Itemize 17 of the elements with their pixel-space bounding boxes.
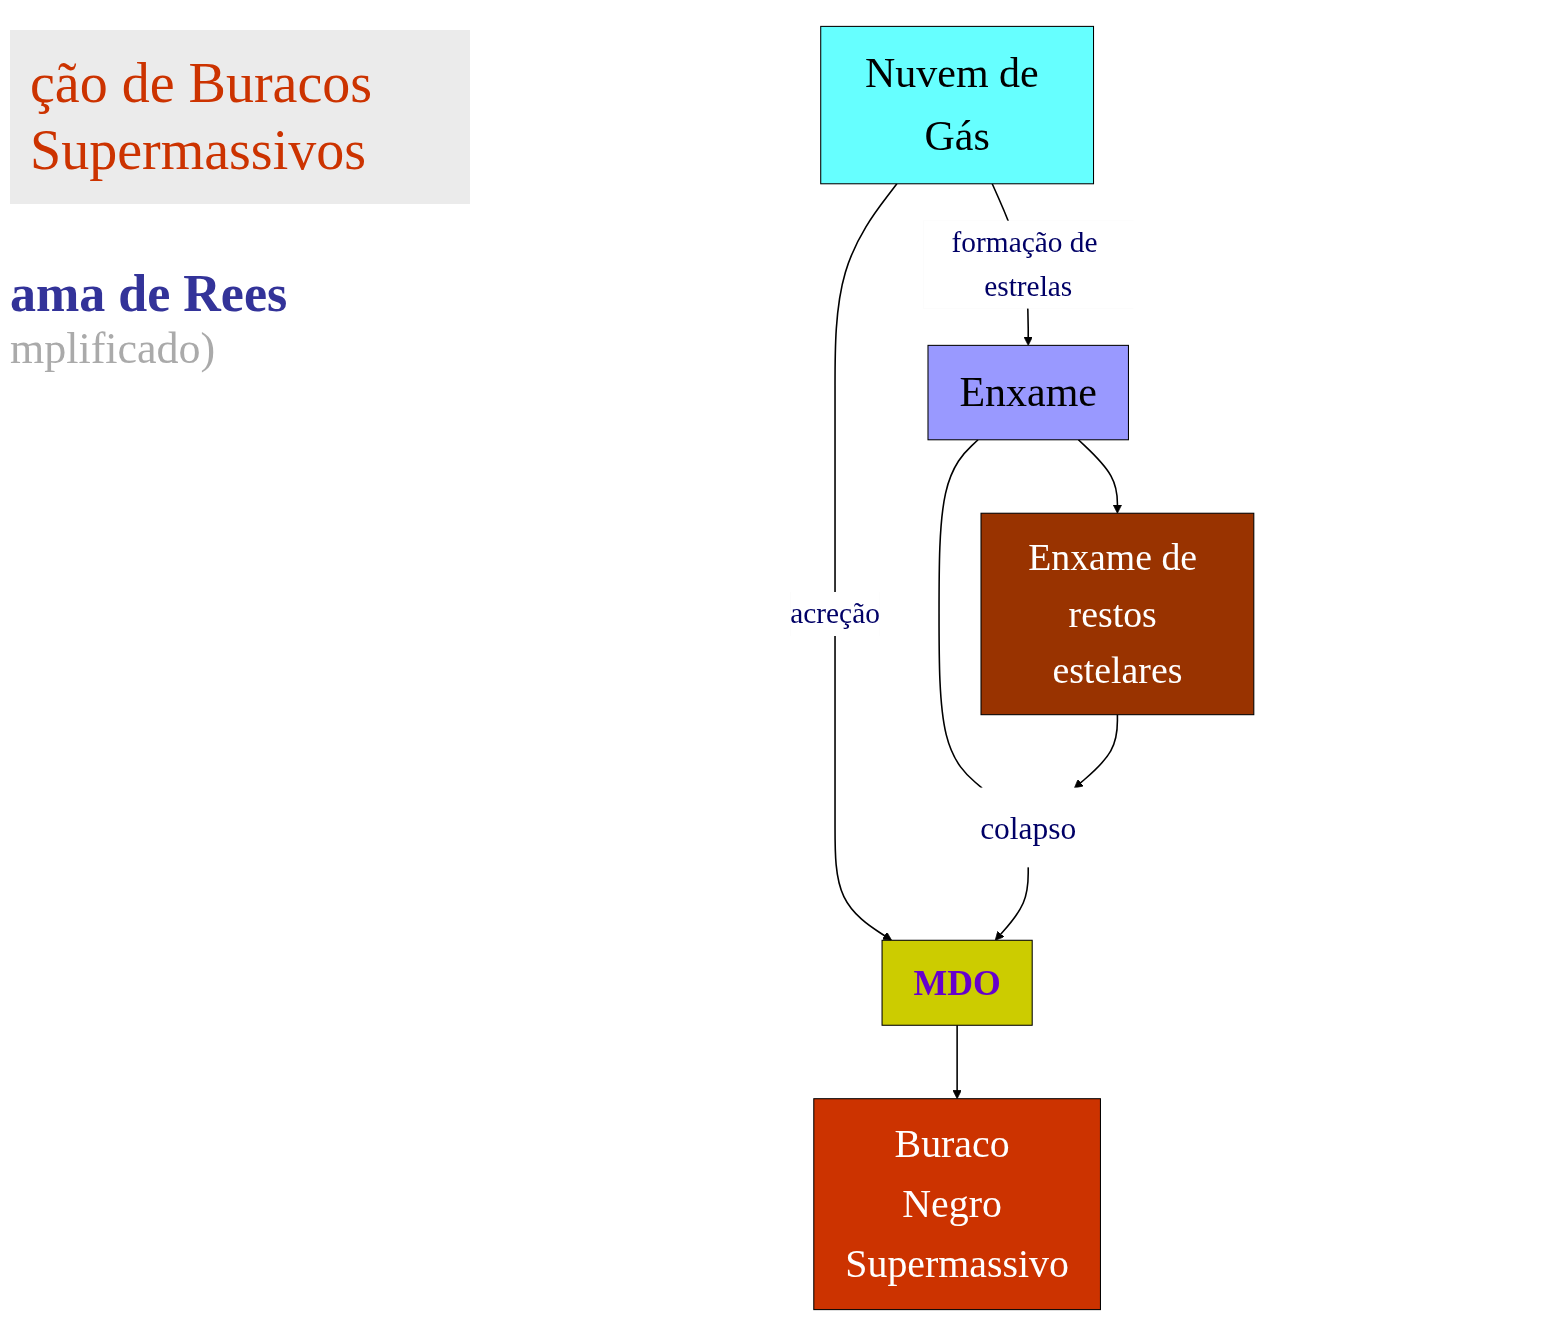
connector — [938, 439, 983, 789]
note: mplificado) — [10, 323, 217, 375]
node-box: Enxame de restos estelares — [980, 512, 1255, 716]
node-box: Enxame — [927, 344, 1129, 441]
subtitle: ama de Rees — [10, 264, 289, 324]
node-text: colapso — [980, 810, 1077, 845]
arrow — [1073, 713, 1119, 789]
arrow — [952, 1024, 962, 1100]
edge-label: formação de estrelas — [951, 225, 1098, 303]
arrow — [994, 866, 1029, 941]
node-box: Buraco Negro Supermassivo — [813, 1098, 1101, 1311]
node-box: MDO — [881, 939, 1033, 1026]
node-box: Nuvem de Gás — [820, 25, 1095, 185]
arrow — [834, 183, 898, 941]
title: ção de Buracos Supermassivos — [10, 30, 470, 205]
edge-label: acreção — [790, 597, 880, 630]
arrow — [1077, 439, 1123, 514]
